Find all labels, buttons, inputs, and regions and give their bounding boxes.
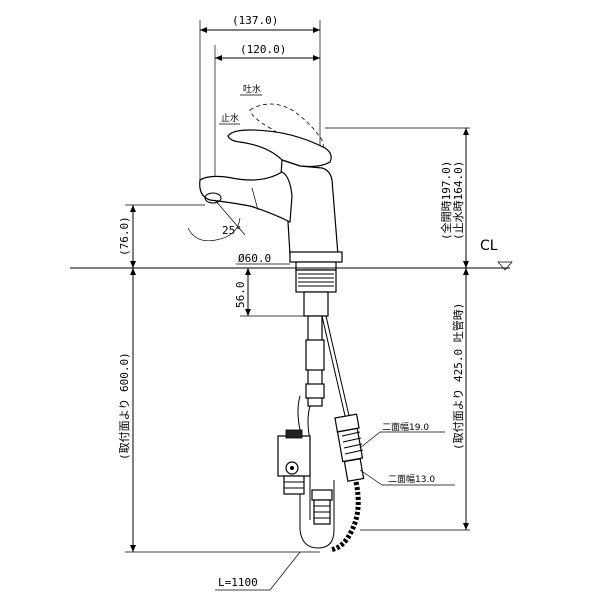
dim-425-text: (取付面より 425.0 吐管時) — [451, 303, 465, 450]
dim-spout-width-text: (120.0) — [240, 43, 286, 56]
dim-600-text: (取付面より 600.0) — [118, 352, 131, 460]
label-stop-water: 止水 — [221, 112, 239, 124]
dim-full-open-text: (全開時197.0) — [439, 161, 453, 240]
dim-right-heights: (全開時197.0) (止水時164.0) — [325, 127, 470, 268]
angle-text: 25° — [222, 224, 242, 237]
supply-pipe — [297, 315, 335, 549]
level-mark — [497, 261, 513, 271]
angle-indicator: 25° — [187, 199, 246, 242]
faucet-body — [199, 103, 343, 271]
pullout-hose — [321, 315, 365, 553]
dim-600: (取付面より 600.0) — [118, 268, 320, 553]
dim-thread-length-text: 56.0 — [234, 282, 247, 309]
dim-total-width: (137.0) — [199, 14, 321, 180]
callout-hose-length: L=1100 — [215, 551, 301, 591]
callout-wrench-19: 二面幅19.0 — [359, 421, 445, 449]
centerline-label: CL — [480, 238, 498, 254]
stop-valve — [277, 429, 311, 495]
wrench-19-text: 二面幅19.0 — [382, 421, 429, 433]
wrench-13-text: 二面幅13.0 — [388, 473, 435, 485]
dim-thread-length: 56.0 — [234, 268, 310, 317]
dim-spout-width: (120.0) — [214, 43, 320, 180]
dim-spout-height: (76.0) — [118, 204, 205, 268]
dim-spout-height-text: (76.0) — [118, 216, 131, 256]
dim-425: (取付面より 425.0 吐管時) — [360, 268, 470, 531]
mount-threaded-shank — [295, 269, 337, 317]
lower-connector — [311, 489, 333, 525]
dim-total-width-text: (137.0) — [232, 14, 278, 27]
hose-length-text: L=1100 — [218, 576, 258, 589]
base-diameter-text: Ø60.0 — [238, 252, 271, 265]
dim-closed-text: (止水時164.0) — [452, 161, 465, 240]
label-open-water: 吐水 — [243, 83, 261, 95]
callout-wrench-13: 二面幅13.0 — [359, 469, 455, 486]
